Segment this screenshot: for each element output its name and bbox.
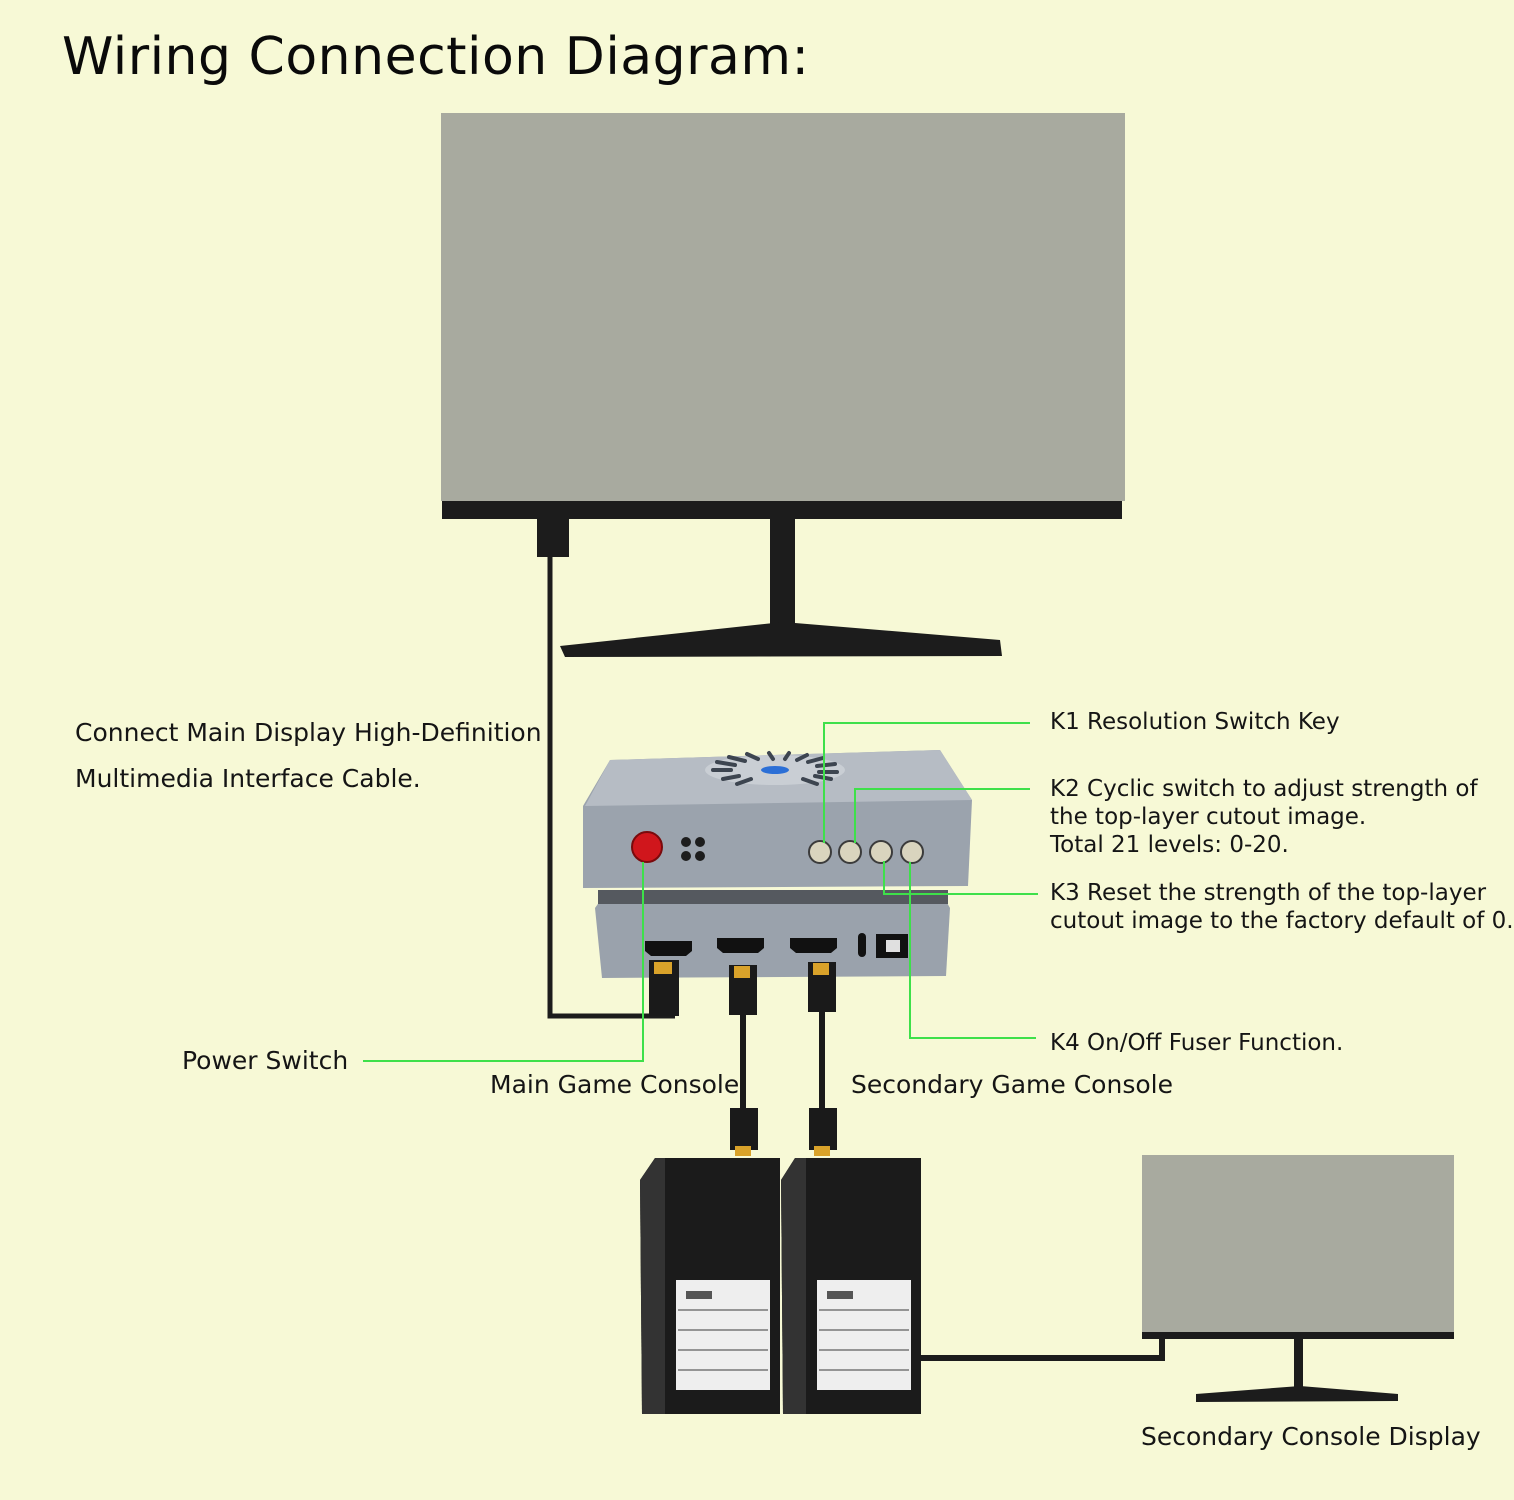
secondary-display-screen xyxy=(1142,1155,1454,1332)
main-display-screen xyxy=(441,113,1125,501)
k1-label: K1 Resolution Switch Key xyxy=(1050,709,1340,735)
k4-label: K4 On/Off Fuser Function. xyxy=(1050,1030,1344,1056)
hdmi-cables xyxy=(649,960,837,1156)
k2-label-line3: Total 21 levels: 0-20. xyxy=(1050,832,1289,858)
k2-label-line2: the top-layer cutout image. xyxy=(1050,804,1367,830)
main-display-cable-label-line2: Multimedia Interface Cable. xyxy=(75,764,421,793)
fuser-device xyxy=(583,750,972,978)
indicator-dots-icon xyxy=(681,837,705,861)
hdmi-port-icon-2 xyxy=(717,938,764,953)
main-display-hdmi-port-plug xyxy=(537,519,569,557)
dc-power-port-hole xyxy=(886,940,900,952)
k4-leader-line xyxy=(909,862,1036,1039)
secondary-display-monitor xyxy=(1142,1155,1454,1402)
main-display-stand-base xyxy=(560,622,1002,657)
secondary-console-drive-lines xyxy=(819,1309,909,1371)
leader-lines xyxy=(363,722,1038,1062)
main-console-power-led xyxy=(686,1291,712,1299)
k2-leader-line xyxy=(854,788,1030,843)
hdmi-plug-gold-tip xyxy=(734,966,750,978)
fan-vent-icon xyxy=(705,751,845,786)
main-display-monitor xyxy=(441,113,1125,657)
secondary-console-power-led xyxy=(827,1291,853,1299)
k1-leader-line xyxy=(823,722,1030,843)
k3-leader-line xyxy=(883,861,1038,895)
k2-label-line1: K2 Cyclic switch to adjust strength of xyxy=(1050,776,1478,802)
main-game-console-tower xyxy=(640,1158,780,1414)
hdmi-plug-gold-tip xyxy=(735,1146,751,1156)
main-display-hdmi-cable xyxy=(547,557,675,1019)
fuser-bottom-unit xyxy=(595,894,950,978)
secondary-display-stand-base xyxy=(1196,1386,1398,1402)
k1-button[interactable] xyxy=(808,840,832,864)
main-display-stand-neck xyxy=(770,519,795,627)
page-title: Wiring Connection Diagram: xyxy=(62,27,810,87)
power-button[interactable] xyxy=(631,831,663,863)
secondary-console-hdmi-plug-bottom xyxy=(809,1108,837,1150)
hdmi-plug-gold-tip xyxy=(813,963,829,975)
main-display-bezel xyxy=(442,501,1122,519)
k2-button[interactable] xyxy=(838,840,862,864)
hdmi-port-icon-1 xyxy=(645,941,692,956)
secondary-display-bezel xyxy=(1142,1332,1454,1339)
power-switch-label: Power Switch xyxy=(182,1046,349,1075)
secondary-game-console-tower xyxy=(781,1158,921,1414)
main-console-hdmi-plug-bottom xyxy=(730,1108,758,1150)
fuser-bottom-unit-top-edge xyxy=(598,890,948,904)
key-buttons xyxy=(808,840,924,864)
k3-button[interactable] xyxy=(869,840,893,864)
secondary-console-display-label: Secondary Console Display xyxy=(1141,1422,1481,1451)
usb-c-port-icon xyxy=(858,933,866,957)
k3-label-line1: K3 Reset the strength of the top-layer xyxy=(1050,880,1487,906)
secondary-game-console-label: Secondary Game Console xyxy=(851,1070,1173,1099)
secondary-display-cable xyxy=(921,1338,1165,1361)
secondary-display-stand-neck xyxy=(1294,1339,1303,1389)
hdmi-plug-gold-tip xyxy=(814,1146,830,1156)
main-display-cable-label-line1: Connect Main Display High-Definition xyxy=(75,718,542,747)
hdmi-port-icon-3 xyxy=(790,938,837,953)
k4-button[interactable] xyxy=(900,840,924,864)
k3-label-line2: cutout image to the factory default of 0… xyxy=(1050,908,1514,934)
power-switch-leader-line xyxy=(363,862,644,1062)
main-game-console-label: Main Game Console xyxy=(490,1070,740,1099)
main-console-drive-lines xyxy=(678,1309,768,1371)
hdmi-plug-gold-tip xyxy=(654,962,672,974)
